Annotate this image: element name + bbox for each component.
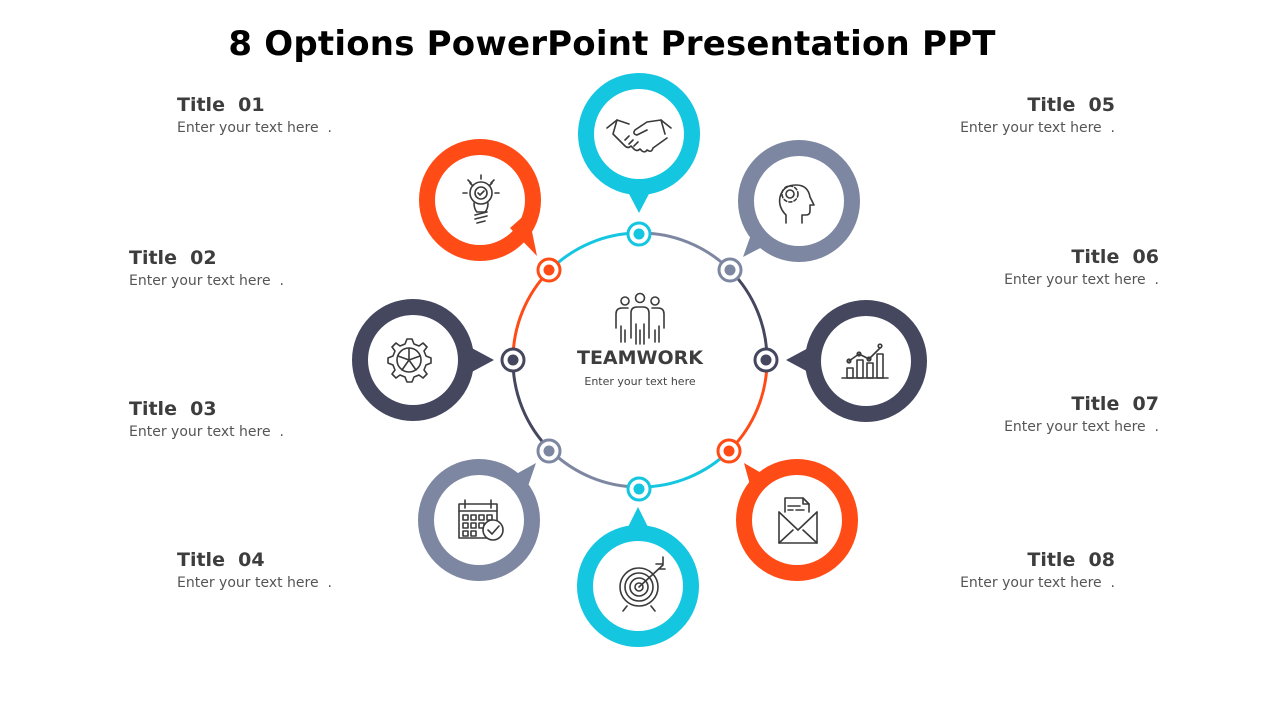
- target-arrow-icon: [619, 556, 666, 612]
- gear-icon: [387, 338, 432, 383]
- node-bottom: [626, 476, 652, 502]
- teamwork-people-icon: [615, 292, 665, 345]
- bubble-option-07: [786, 300, 927, 422]
- option-label-05: Title 05 Enter your text here .: [875, 94, 1115, 136]
- node-lower-left: [536, 438, 562, 464]
- option-label-04: Title 04 Enter your text here .: [177, 549, 417, 591]
- node-upper-right: [717, 257, 743, 283]
- option-title: Title 08: [1027, 549, 1115, 571]
- option-label-07: Title 07 Enter your text here .: [919, 393, 1159, 435]
- bar-chart-growth-icon: [841, 343, 889, 379]
- option-title: Title 05: [1027, 94, 1115, 116]
- option-text: Enter your text here .: [177, 575, 332, 591]
- lightbulb-check-icon: [462, 174, 500, 224]
- option-title: Title 06: [1071, 246, 1159, 268]
- bubble-option-01: [419, 139, 541, 261]
- bubble-option-02: [352, 299, 494, 421]
- ring-nodes: [500, 221, 779, 502]
- center-subtitle: Enter your text here: [584, 375, 696, 388]
- node-upper-left: [536, 257, 562, 283]
- calendar-check-icon: [458, 499, 504, 541]
- bubble-option-08: [736, 459, 858, 581]
- option-title: Title 07: [1071, 393, 1159, 415]
- option-title: Title 03: [129, 398, 217, 420]
- center-title: TEAMWORK: [576, 347, 703, 369]
- option-label-02: Title 02 Enter your text here .: [129, 247, 369, 289]
- head-gear-icon: [778, 184, 815, 224]
- envelope-letter-icon: [778, 497, 818, 544]
- option-label-01: Title 01 Enter your text here .: [177, 94, 417, 136]
- node-lower-right: [716, 438, 742, 464]
- option-text: Enter your text here .: [177, 120, 332, 136]
- bubble-option-05: [578, 73, 700, 213]
- option-text: Enter your text here .: [960, 575, 1115, 591]
- node-right: [753, 347, 779, 373]
- handshake-icon: [606, 119, 672, 153]
- bubble-option-06: [738, 140, 860, 262]
- option-text: Enter your text here .: [1004, 272, 1159, 288]
- node-left: [500, 347, 526, 373]
- bubble-option-04: [577, 507, 699, 647]
- option-text: Enter your text here .: [1004, 419, 1159, 435]
- option-title: Title 04: [177, 549, 265, 571]
- option-title: Title 02: [129, 247, 217, 269]
- option-text: Enter your text here .: [960, 120, 1115, 136]
- option-text: Enter your text here .: [129, 424, 284, 440]
- slide-title: 8 Options PowerPoint Presentation PPT: [228, 24, 996, 64]
- option-text: Enter your text here .: [129, 273, 284, 289]
- option-title: Title 01: [177, 94, 265, 116]
- option-label-08: Title 08 Enter your text here .: [875, 549, 1115, 591]
- option-label-06: Title 06 Enter your text here .: [919, 246, 1159, 288]
- node-top: [626, 221, 652, 247]
- bubble-option-03: [418, 459, 540, 581]
- option-label-03: Title 03 Enter your text here .: [129, 398, 369, 440]
